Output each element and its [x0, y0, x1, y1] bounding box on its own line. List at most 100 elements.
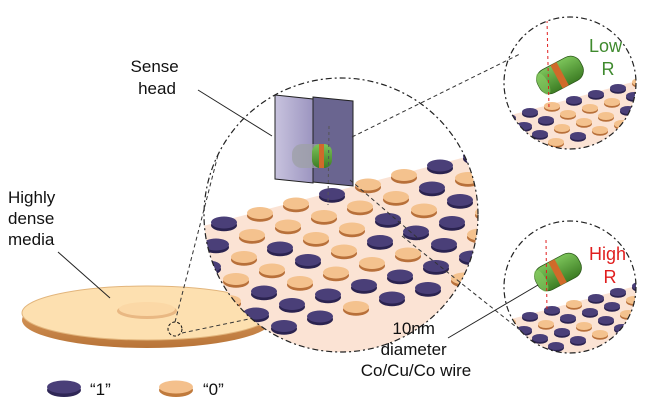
bit-zero [592, 126, 608, 136]
bit-zero [259, 263, 285, 279]
legend-item-one: “1” [47, 380, 111, 399]
bit-zero [167, 248, 193, 263]
bit-zero [275, 219, 301, 235]
bit-one [483, 185, 509, 200]
field-line-main [327, 125, 330, 206]
bit-one [504, 332, 510, 342]
head-plate-back [312, 96, 354, 187]
zoom-circle-high-r [503, 220, 637, 354]
bit-one [544, 306, 560, 316]
bit-one [279, 298, 305, 313]
bit-one [251, 285, 277, 301]
bit-one [379, 291, 405, 307]
bit-zero [467, 228, 478, 244]
label-sense-head-line1: Sense [131, 57, 179, 76]
link-to-low-r [351, 53, 521, 138]
label-media-line3: media [8, 230, 55, 249]
head-plate-front [274, 94, 314, 184]
bit-zero [303, 232, 329, 247]
wire-high-r [534, 252, 582, 292]
bit-zero [499, 141, 525, 156]
field-line-low-r [546, 19, 550, 109]
bit-zero [488, 142, 504, 152]
bit-zero [504, 128, 510, 138]
bit-zero [614, 120, 630, 130]
bit-zero [127, 358, 153, 373]
legend: “1” “0” [47, 380, 224, 399]
zoom-circle-low-r [503, 16, 637, 150]
label-low-r-line2: R [602, 59, 615, 79]
bit-one [598, 316, 614, 326]
bit-one [504, 150, 520, 160]
bit-one [604, 302, 620, 312]
zoom-line-top [174, 154, 219, 323]
callout-wire [447, 284, 539, 339]
bit-one [538, 116, 554, 126]
bit-one [488, 346, 504, 356]
bits-main [127, 141, 525, 373]
callout-sense-head [197, 89, 273, 137]
bit-one [570, 132, 586, 142]
bit-zero [247, 207, 273, 222]
zoom-view-high-r [482, 220, 637, 370]
legend-swatch-zero-top [159, 380, 193, 394]
bit-one [419, 181, 445, 197]
bit-zero [482, 360, 498, 370]
bit-one [403, 225, 429, 241]
bits-high-r [482, 282, 636, 370]
wire-low-r [536, 55, 584, 95]
bit-one [588, 294, 604, 304]
bit-zero [355, 178, 381, 194]
bit-zero [339, 222, 365, 238]
media-disk [21, 285, 273, 348]
bit-one [387, 269, 413, 285]
label-media-line2: dense [8, 209, 54, 228]
bit-one [504, 114, 516, 124]
bit-one [175, 226, 201, 241]
callout-media [57, 251, 111, 299]
bit-zero [359, 257, 385, 272]
bit-zero [383, 191, 409, 206]
bit-zero [482, 156, 498, 166]
label-media: Highly dense media [8, 188, 60, 249]
label-high-r-line1: High [589, 244, 626, 264]
bit-one [522, 312, 538, 322]
bit-one [423, 260, 449, 275]
label-sense-head: Sense head [131, 57, 184, 98]
zoom-view-main [127, 77, 525, 373]
bit-one [267, 241, 293, 257]
bit-one [610, 84, 626, 94]
bit-zero [560, 110, 576, 120]
bit-zero [510, 340, 526, 350]
bit-zero [538, 320, 554, 330]
bit-one [295, 254, 321, 269]
bit-one [532, 130, 548, 140]
bit-zero [592, 330, 608, 340]
bit-zero [455, 172, 478, 187]
bit-one [463, 150, 478, 165]
bit-zero [283, 197, 309, 213]
bit-zero [604, 98, 620, 108]
bit-one [570, 336, 586, 346]
bit-one [204, 260, 221, 276]
bit-one [427, 159, 453, 175]
bit-zero [223, 273, 249, 288]
bit-one [522, 108, 538, 118]
bit-one [447, 194, 473, 209]
label-wire: 10nm diameter Co/Cu/Co wire [361, 319, 472, 380]
zoom-circle-main [203, 77, 479, 353]
zoom-line-bottom [181, 310, 288, 334]
bit-one [510, 136, 526, 146]
bit-one [610, 288, 626, 298]
legend-label-one: “1” [90, 380, 111, 399]
link-head-to-media [349, 179, 421, 241]
bit-one [532, 334, 548, 344]
bit-one [632, 282, 636, 292]
bit-zero [411, 203, 437, 219]
bit-zero [343, 301, 369, 316]
legend-item-zero: “0” [159, 380, 224, 399]
bit-zero [231, 251, 257, 266]
bit-zero [323, 266, 349, 282]
legend-swatch-one-top [47, 380, 81, 394]
